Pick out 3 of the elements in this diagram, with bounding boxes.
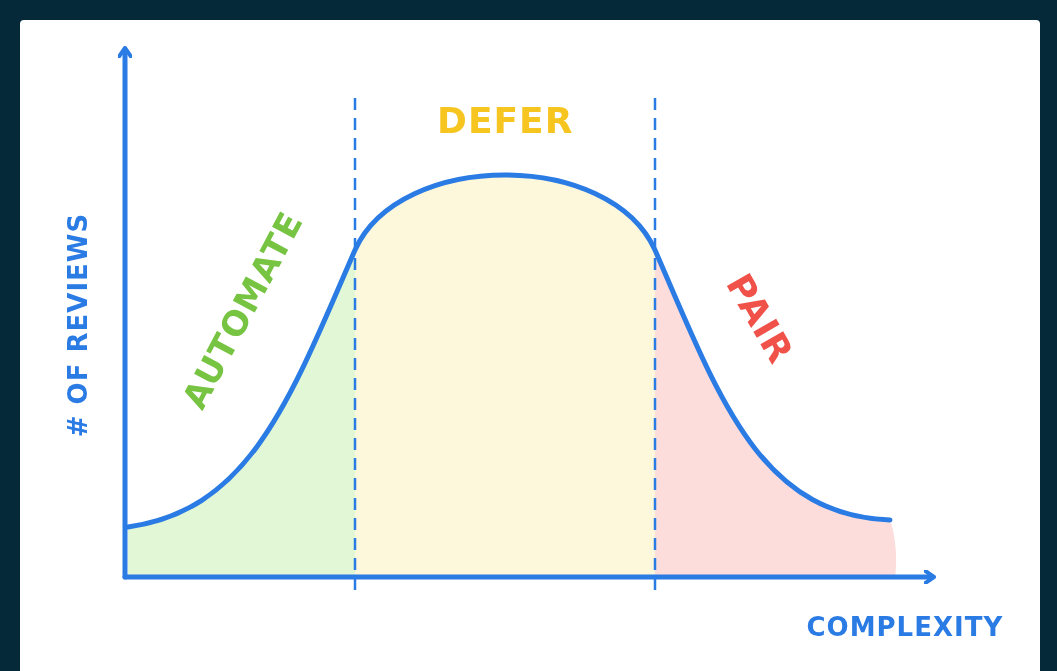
region-label: DEFER — [437, 99, 574, 141]
axis-label: # OF REVIEWS — [62, 212, 93, 438]
axis-label: COMPLEXITY — [806, 612, 1004, 642]
